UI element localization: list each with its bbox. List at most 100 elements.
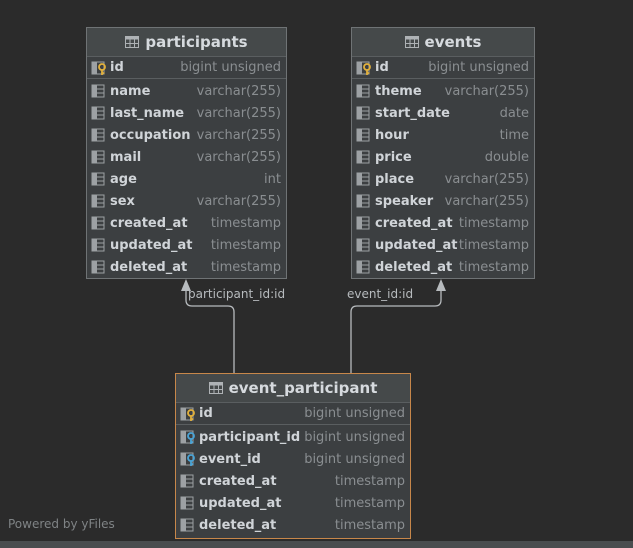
column-name: updated_at: [199, 495, 282, 511]
column-row-mail[interactable]: mail varchar(255): [87, 146, 286, 168]
table-header: event_participant: [176, 374, 410, 403]
column-name: id: [199, 406, 213, 421]
table-icon: [208, 382, 223, 394]
table-title: events: [424, 33, 482, 51]
table-participants[interactable]: participants id bigint unsigned name varchar…: [86, 27, 287, 279]
column-icon: [91, 83, 107, 99]
primary-key-icon: [91, 60, 107, 76]
relation-label-participant: participant_id:id: [188, 287, 286, 301]
column-type: varchar(255): [196, 83, 281, 99]
column-name: id: [375, 60, 389, 75]
column-icon: [356, 237, 372, 253]
column-type: timestamp: [210, 215, 281, 231]
table-icon: [404, 36, 419, 48]
powered-by-text: Powered by yFiles: [8, 517, 115, 531]
column-icon: [180, 517, 196, 533]
column-name: speaker: [375, 193, 434, 209]
column-type: bigint unsigned: [180, 60, 281, 75]
horizontal-scrollbar[interactable]: [0, 541, 633, 548]
column-type: timestamp: [334, 517, 405, 533]
column-name: age: [110, 171, 137, 187]
column-row-id[interactable]: id bigint unsigned: [352, 57, 534, 79]
column-type: bigint unsigned: [428, 60, 529, 75]
foreign-key-icon: [180, 451, 196, 467]
column-row-speaker[interactable]: speaker varchar(255): [352, 190, 534, 212]
column-row-id[interactable]: id bigint unsigned: [87, 57, 286, 79]
column-row-created-at[interactable]: created_at timestamp: [176, 470, 410, 492]
column-row-name[interactable]: name varchar(255): [87, 80, 286, 102]
column-name: created_at: [375, 215, 453, 231]
edge-event-id[interactable]: [350, 285, 442, 373]
column-name: created_at: [199, 473, 277, 489]
relation-label-event: event_id:id: [347, 287, 414, 301]
column-name: deleted_at: [110, 259, 188, 275]
primary-key-icon: [356, 60, 372, 76]
column-name: created_at: [110, 215, 188, 231]
column-icon: [356, 193, 372, 209]
column-name: event_id: [199, 451, 261, 467]
table-header: participants: [87, 28, 286, 57]
column-row-created-at[interactable]: created_at timestamp: [87, 212, 286, 234]
column-name: deleted_at: [375, 259, 453, 275]
foreign-key-icon: [180, 429, 196, 445]
column-row-last-name[interactable]: last_name varchar(255): [87, 102, 286, 124]
column-name: last_name: [110, 105, 185, 121]
column-name: id: [110, 60, 124, 75]
column-icon: [356, 215, 372, 231]
column-row-updated-at[interactable]: updated_at timestamp: [176, 492, 410, 514]
column-type: varchar(255): [444, 193, 529, 209]
column-icon: [91, 149, 107, 165]
column-row-deleted-at[interactable]: deleted_at timestamp: [87, 256, 286, 278]
column-icon: [180, 473, 196, 489]
column-icon: [91, 215, 107, 231]
edge-participant-id[interactable]: [185, 285, 235, 373]
column-type: varchar(255): [196, 105, 281, 121]
column-name: name: [110, 83, 151, 99]
column-row-deleted-at[interactable]: deleted_at timestamp: [176, 514, 410, 536]
column-type: timestamp: [334, 495, 405, 511]
column-icon: [356, 171, 372, 187]
column-name: updated_at: [375, 237, 458, 253]
column-type: bigint unsigned: [304, 451, 405, 467]
primary-key-icon: [180, 406, 196, 422]
column-row-event-id[interactable]: event_id bigint unsigned: [176, 448, 410, 470]
column-icon: [356, 105, 372, 121]
column-type: timestamp: [334, 473, 405, 489]
column-name: price: [375, 149, 412, 165]
column-icon: [356, 83, 372, 99]
column-row-deleted-at[interactable]: deleted_at timestamp: [352, 256, 534, 278]
column-type: bigint unsigned: [304, 429, 405, 445]
column-type: varchar(255): [196, 149, 281, 165]
column-type: varchar(255): [444, 83, 529, 99]
column-type: varchar(255): [444, 171, 529, 187]
column-type: timestamp: [210, 259, 281, 275]
column-row-place[interactable]: place varchar(255): [352, 168, 534, 190]
column-name: hour: [375, 127, 409, 143]
column-type: timestamp: [458, 259, 529, 275]
table-icon: [125, 36, 140, 48]
column-name: deleted_at: [199, 517, 277, 533]
column-name: updated_at: [110, 237, 193, 253]
column-name: mail: [110, 149, 142, 165]
table-header: events: [352, 28, 534, 57]
column-icon: [91, 193, 107, 209]
column-icon: [180, 495, 196, 511]
column-name: place: [375, 171, 415, 187]
column-icon: [91, 105, 107, 121]
column-type: date: [499, 105, 529, 121]
